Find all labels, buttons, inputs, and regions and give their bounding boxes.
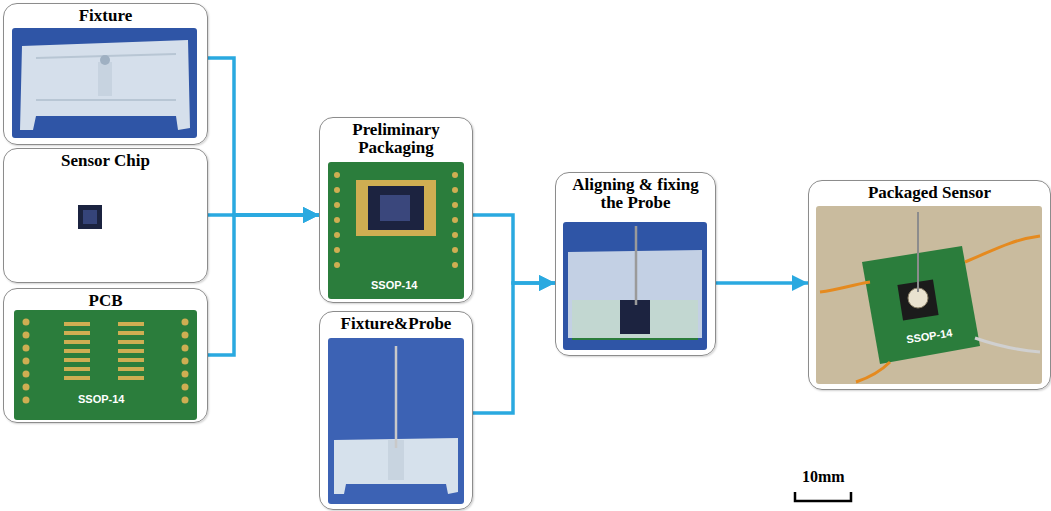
- box-heading: Aligning & fixing the Probe: [562, 176, 709, 213]
- scale-label: 10mm: [802, 468, 845, 486]
- box-heading: Fixture&Probe: [326, 315, 466, 333]
- box-heading: Packaged Sensor: [815, 184, 1044, 202]
- box-heading: PCB: [10, 292, 201, 310]
- board-marking: SSOP-14: [371, 279, 417, 291]
- fixture-photo: [12, 28, 197, 138]
- process-box: Sensor Chip: [3, 148, 208, 283]
- pcb-photo: [14, 310, 197, 420]
- preliminary-packaging-photo: [328, 162, 464, 299]
- process-box: Aligning & fixing the Probe: [555, 172, 716, 356]
- process-box: Fixture: [3, 3, 208, 145]
- flow-arrow: [473, 215, 555, 283]
- process-box: Packaged Sensor: [808, 180, 1051, 390]
- process-box: Fixture&Probe: [319, 311, 473, 510]
- sensor-chip-photo: [78, 205, 102, 229]
- fixture-probe-photo: [328, 338, 464, 504]
- flow-arrow: [208, 58, 319, 215]
- board-marking: SSOP-14: [78, 393, 124, 405]
- flow-arrow: [716, 281, 808, 285]
- packaged-sensor-photo: [816, 206, 1042, 384]
- scale-bar: [795, 492, 851, 501]
- flow-arrow: [473, 283, 555, 413]
- aligning-photo: [563, 222, 707, 350]
- box-heading: Preliminary Packaging: [326, 121, 466, 158]
- flow-arrow: [208, 215, 319, 355]
- process-box: Preliminary Packaging: [319, 117, 473, 303]
- box-heading: Sensor Chip: [10, 152, 201, 170]
- box-heading: Fixture: [10, 7, 201, 25]
